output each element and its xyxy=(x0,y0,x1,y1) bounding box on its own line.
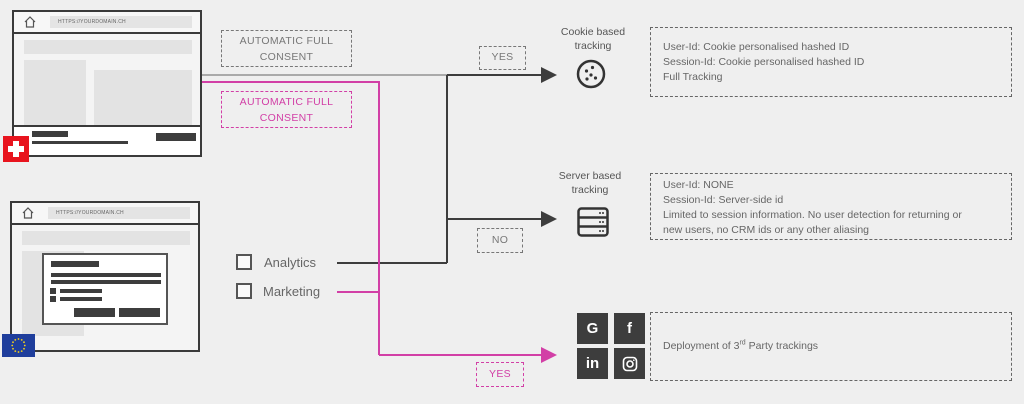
eu-stars-icon xyxy=(11,338,26,353)
instagram-glyph xyxy=(622,356,637,371)
google-icon: G xyxy=(577,313,608,344)
automatic-consent-label-pink: AUTOMATIC FULL CONSENT xyxy=(221,91,352,128)
cookie-tracking-heading: Cookie based tracking xyxy=(560,26,626,52)
marketing-checkbox[interactable] xyxy=(236,283,252,299)
yes-label-bottom: YES xyxy=(476,362,524,387)
facebook-icon: f xyxy=(614,313,645,344)
cookie-tracking-info: User-Id: Cookie personalised hashed ID S… xyxy=(650,27,1012,97)
server-icon xyxy=(577,207,609,237)
instagram-icon xyxy=(614,348,645,379)
home-icon xyxy=(22,207,34,219)
url-bar: HTTPS://YOURDOMAIN.CH xyxy=(14,12,200,34)
url-field: HTTPS://YOURDOMAIN.CH xyxy=(50,16,192,28)
third-party-info: Deployment of 3rd Party trackings xyxy=(650,312,1012,381)
swiss-flag xyxy=(3,136,29,162)
analytics-checkbox[interactable] xyxy=(236,254,252,270)
consent-modal xyxy=(42,253,168,325)
eu-browser-mockup: HTTPS://YOURDOMAIN.CH xyxy=(10,201,200,352)
server-tracking-info: User-Id: NONE Session-Id: Server-side id… xyxy=(650,173,1012,240)
automatic-consent-label-gray: AUTOMATIC FULL CONSENT xyxy=(221,30,352,67)
modal-checkbox xyxy=(50,288,56,294)
analytics-checkbox-label[interactable]: Analytics xyxy=(264,255,317,270)
modal-button xyxy=(74,308,115,317)
swiss-browser-mockup: HTTPS://YOURDOMAIN.CH xyxy=(12,10,202,157)
url-bar: HTTPS://YOURDOMAIN.CH xyxy=(12,203,198,225)
page-header-placeholder xyxy=(24,40,192,54)
marketing-checkbox-label[interactable]: Marketing xyxy=(263,284,321,299)
modal-checkbox xyxy=(50,296,56,302)
no-label: NO xyxy=(477,228,523,253)
page-header-placeholder xyxy=(22,231,190,245)
cookie-icon xyxy=(576,59,606,89)
server-tracking-heading: Server based tracking xyxy=(558,170,622,196)
linkedin-icon: in xyxy=(577,348,608,379)
home-icon xyxy=(24,16,36,28)
eu-flag xyxy=(2,334,35,357)
banner-button xyxy=(156,133,196,141)
yes-label-top: YES xyxy=(479,46,526,70)
url-field: HTTPS://YOURDOMAIN.CH xyxy=(48,207,190,219)
pink-consent-line xyxy=(200,81,380,355)
content-placeholder xyxy=(94,70,192,125)
modal-button xyxy=(119,308,160,317)
consent-banner xyxy=(14,125,200,155)
